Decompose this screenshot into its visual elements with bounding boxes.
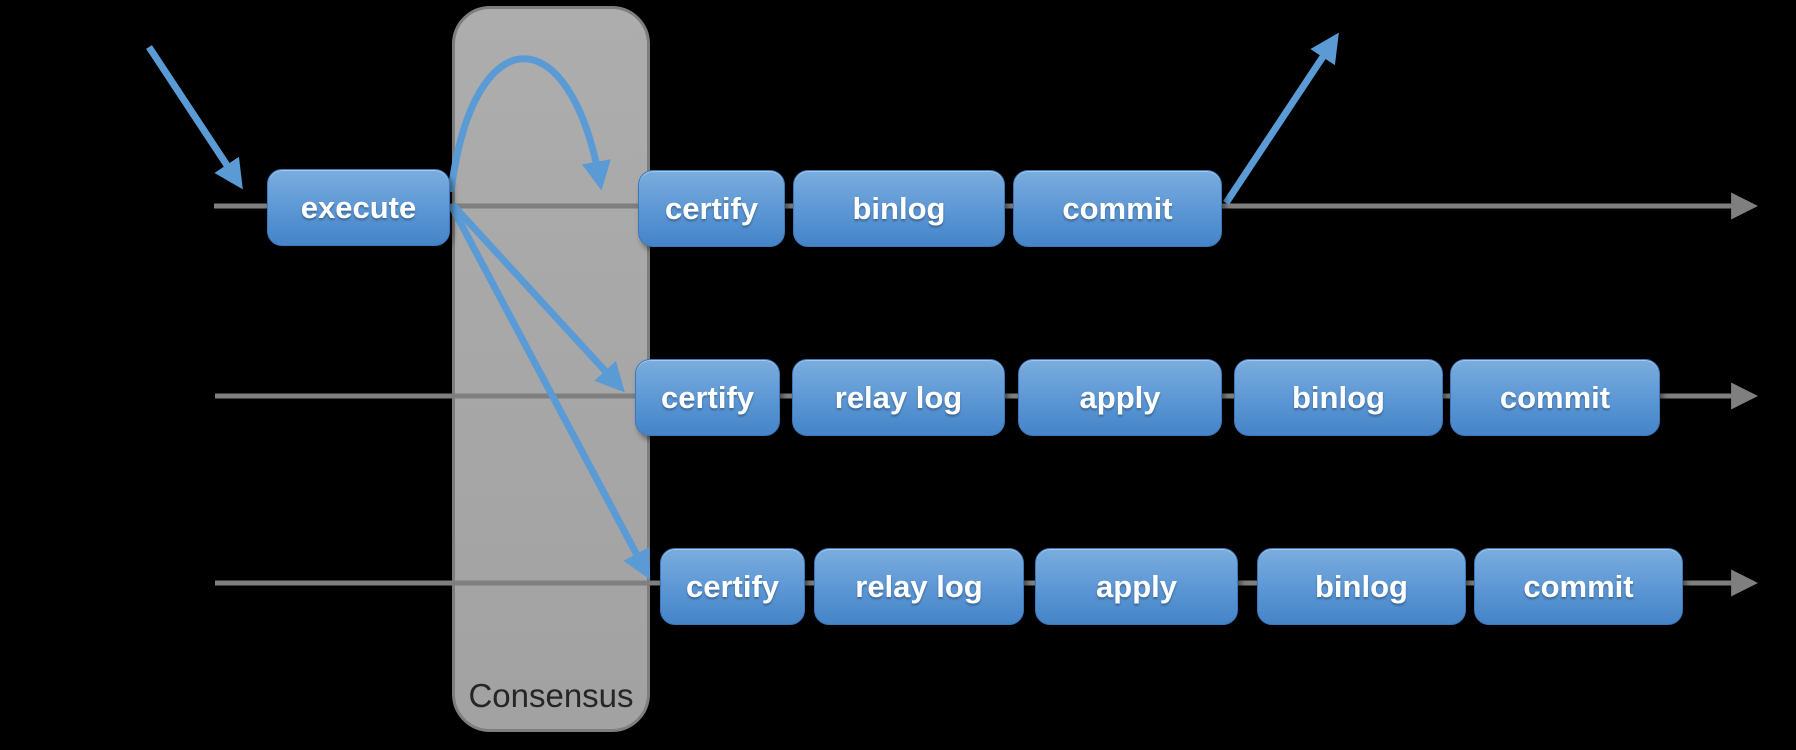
step-box-certify: certify xyxy=(660,548,805,625)
incoming-request-arrow xyxy=(146,45,243,190)
step-box-binlog: binlog xyxy=(1257,548,1466,625)
step-box-certify: certify xyxy=(635,359,780,436)
step-box-relay-log: relay log xyxy=(792,359,1005,436)
step-box-relay-log: relay log xyxy=(814,548,1024,625)
step-box-commit: commit xyxy=(1474,548,1683,625)
step-box-apply: apply xyxy=(1035,548,1238,625)
step-box-execute: execute xyxy=(267,169,450,246)
consensus-arc-arrow-primary xyxy=(447,55,611,193)
step-box-binlog: binlog xyxy=(793,170,1005,247)
step-box-apply: apply xyxy=(1018,359,1222,436)
step-box-commit: commit xyxy=(1450,359,1660,436)
step-box-certify: certify xyxy=(638,170,785,247)
step-box-commit: commit xyxy=(1013,170,1222,247)
step-box-binlog: binlog xyxy=(1234,359,1443,436)
consensus-label: Consensus xyxy=(468,677,634,714)
commit-response-arrow xyxy=(1223,32,1339,205)
consensus-fan-arrow-secondary-2 xyxy=(448,205,651,580)
consensus-fan-arrow-secondary-1 xyxy=(449,201,625,393)
